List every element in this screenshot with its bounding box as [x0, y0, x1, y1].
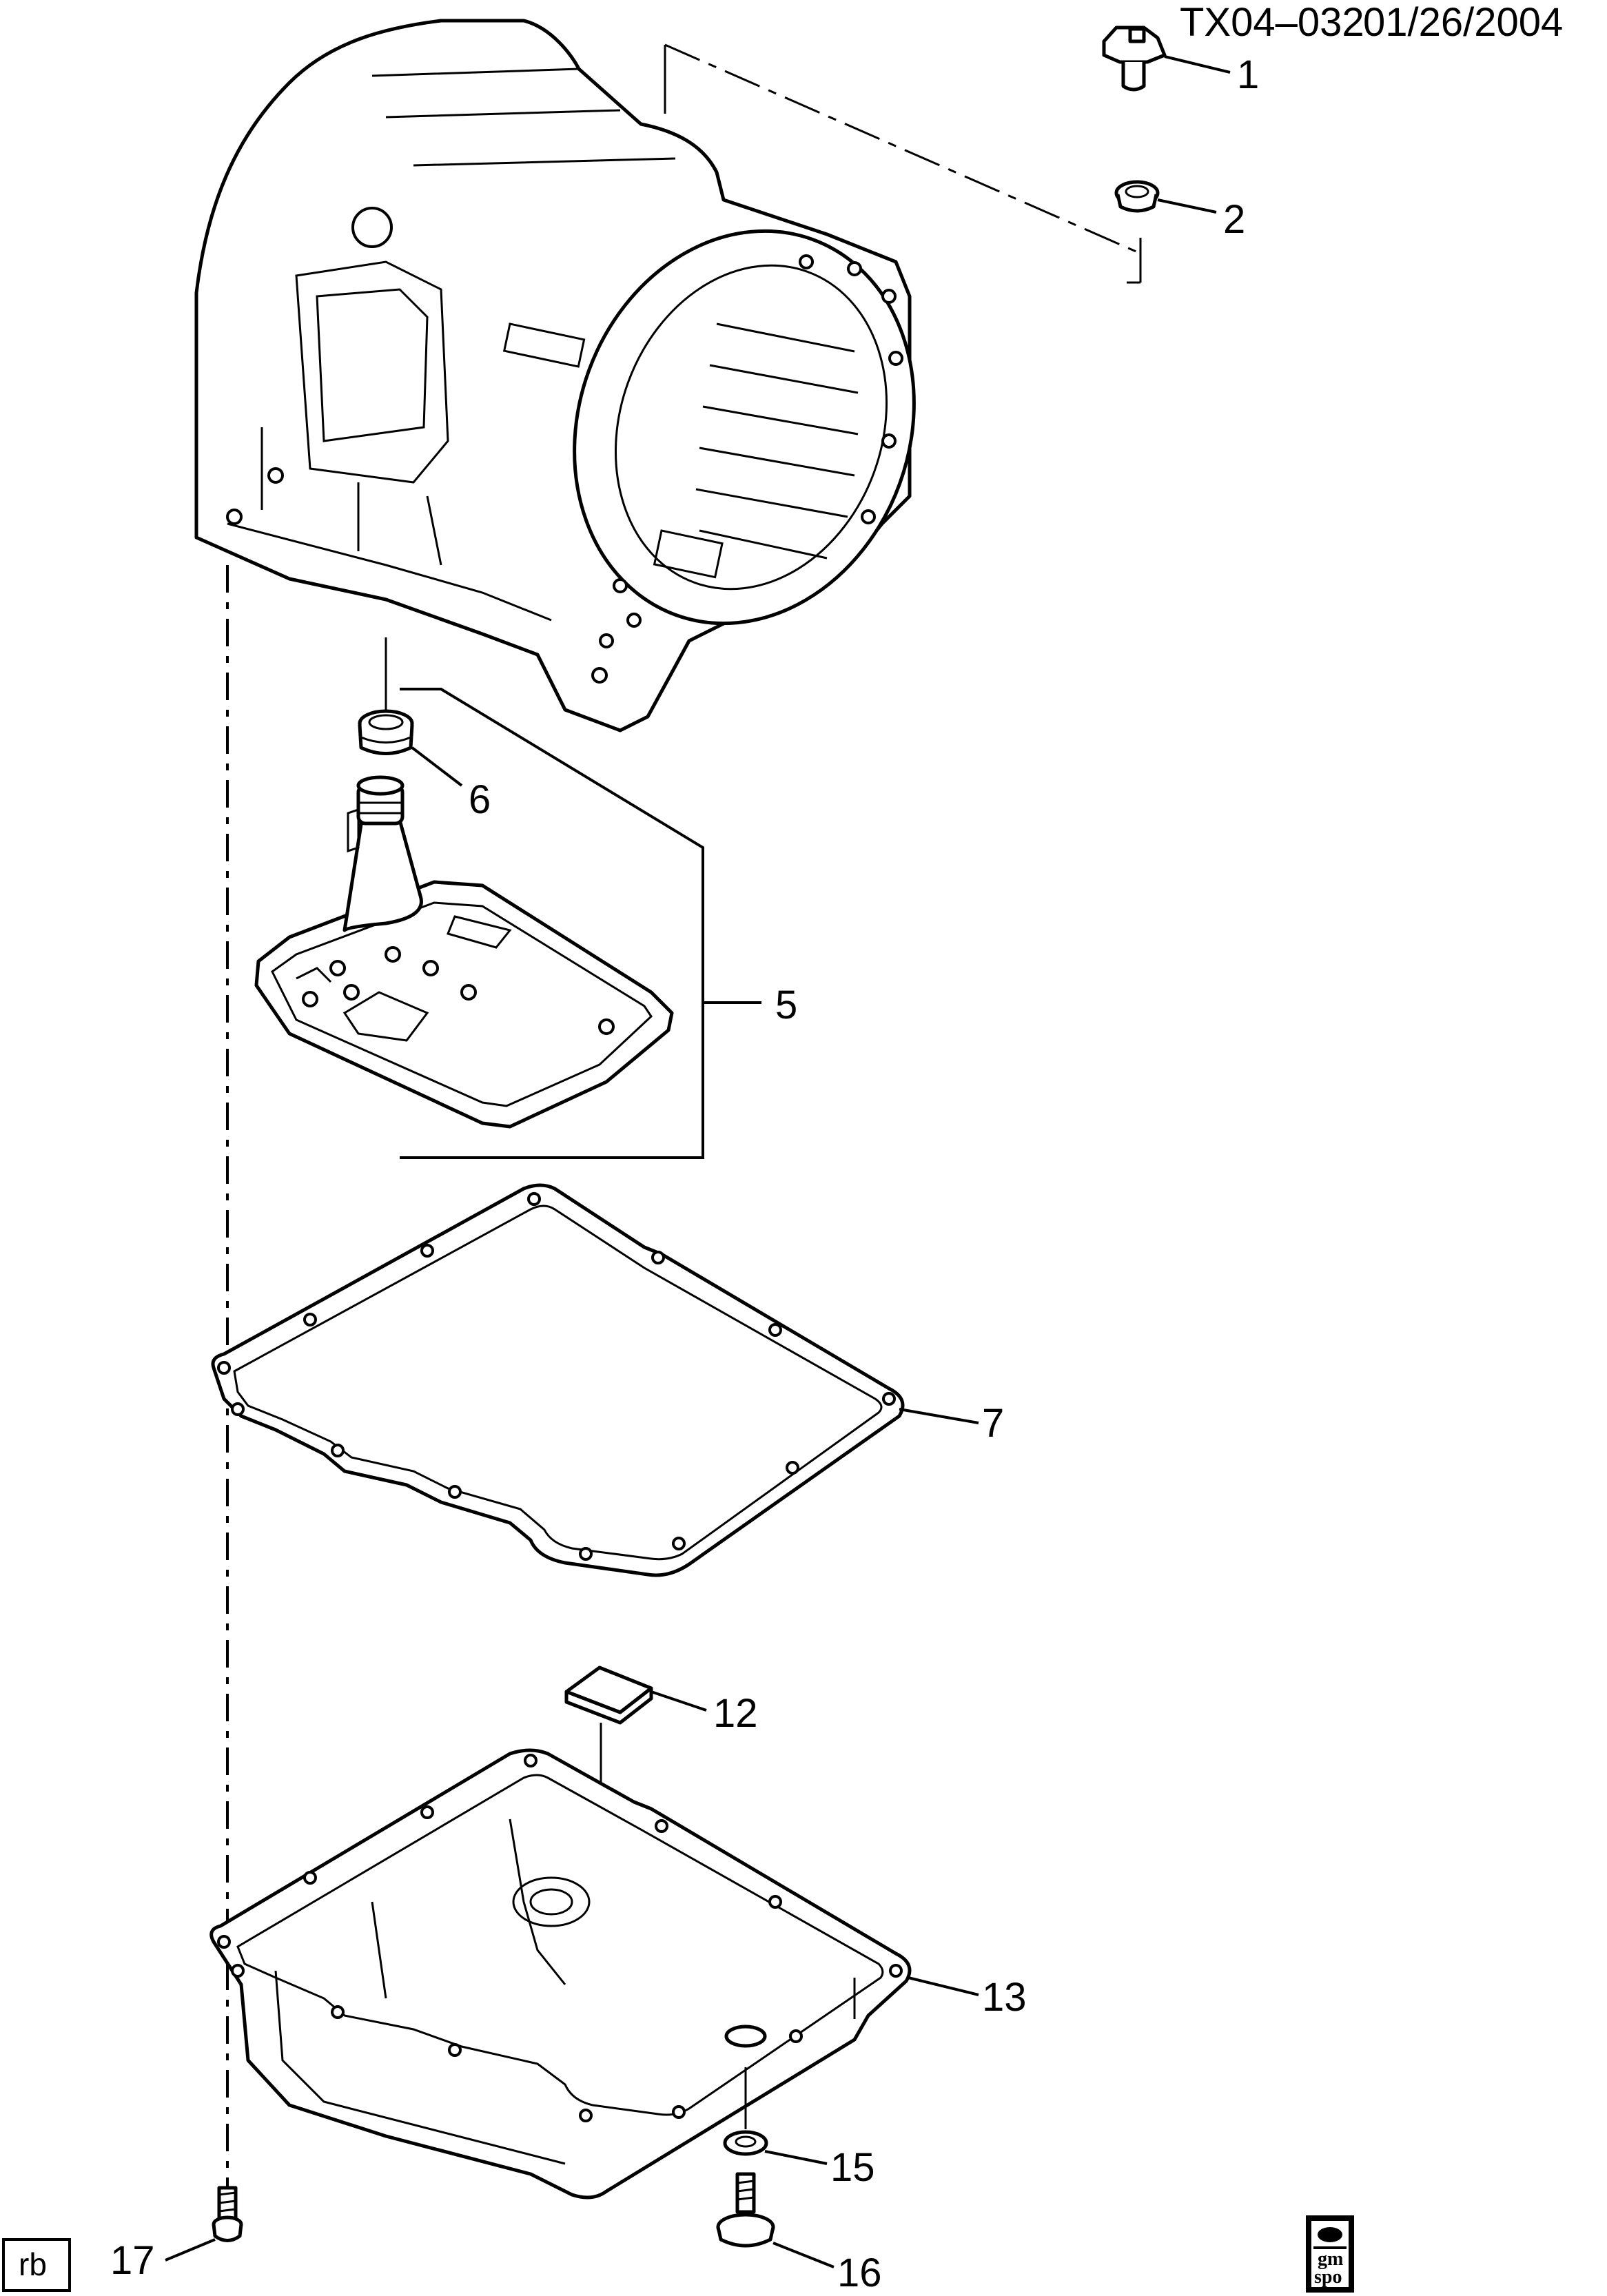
- part-15-washer: [723, 2130, 768, 2156]
- diagram-code: TX04–032: [1180, 0, 1364, 45]
- callout-5: 5: [775, 983, 797, 1027]
- logo-text-spo: spo: [1314, 2266, 1342, 2288]
- callout-6: 6: [469, 777, 491, 822]
- part-13-oil-pan: [209, 1748, 912, 2200]
- transmission-case: [194, 19, 916, 732]
- logo-text-gm: gm: [1318, 2248, 1343, 2270]
- callout-13: 13: [982, 1975, 1027, 2020]
- diagram-header: TX04–032 01/26/2004: [1180, 0, 1563, 45]
- callout-12: 12: [713, 1691, 758, 1736]
- part-6-filter-seal: [358, 709, 414, 755]
- callout-15: 15: [830, 2145, 875, 2190]
- callout-1: 1: [1237, 52, 1259, 97]
- callout-7: 7: [982, 1401, 1004, 1446]
- callout-2: 2: [1223, 197, 1245, 242]
- callout-16: 16: [837, 2251, 882, 2295]
- part-5-filter: [254, 775, 674, 1129]
- gm-spo-logo: gm spo: [1306, 2215, 1354, 2293]
- footer-initials: rb: [2, 2238, 71, 2292]
- diagram-date: 01/26/2004: [1363, 0, 1563, 45]
- part-1-connector: [1102, 25, 1167, 92]
- part-7-pan-gasket: [211, 1183, 905, 1577]
- part-2-seal: [1114, 180, 1160, 213]
- part-12-magnet: [564, 1665, 653, 1725]
- initials-text: rb: [19, 2246, 47, 2282]
- part-16-drain-plug: [716, 2172, 775, 2248]
- callout-17: 17: [110, 2238, 155, 2283]
- part-17-pan-bolt: [212, 2186, 243, 2242]
